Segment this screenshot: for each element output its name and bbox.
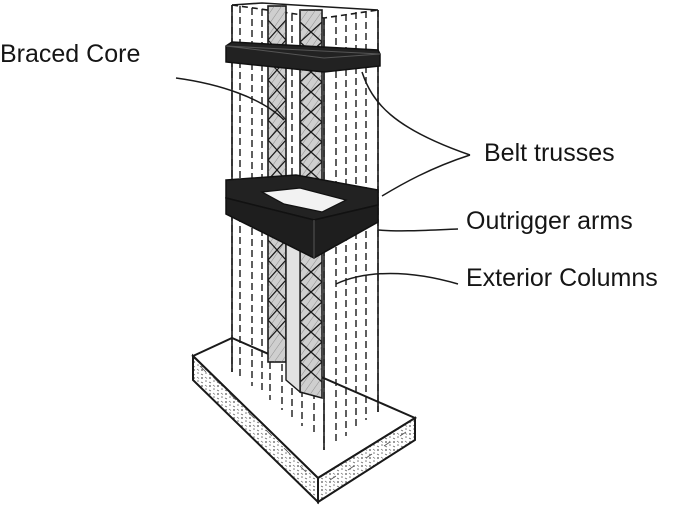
- leader-exterior-columns: [335, 272, 459, 285]
- braced-core-label: Braced Core: [0, 40, 141, 68]
- belt-truss-outrigger-level: [225, 174, 379, 259]
- leader-belt-truss-mid: [381, 154, 471, 197]
- leader-belt-truss-top: [361, 71, 471, 156]
- foundation-slab: [191, 336, 418, 505]
- outrigger-arms-label: Outrigger arms: [466, 207, 633, 235]
- belt-trusses-label: Belt trusses: [484, 139, 615, 167]
- leader-outrigger-arms: [377, 228, 459, 232]
- leader-braced-core: [175, 77, 285, 121]
- belt-truss-top: [225, 41, 381, 73]
- exterior-columns-label: Exterior Columns: [466, 264, 658, 292]
- leader-lines: [175, 71, 471, 285]
- slab-texture: [199, 365, 407, 481]
- core-column-front: [285, 236, 323, 400]
